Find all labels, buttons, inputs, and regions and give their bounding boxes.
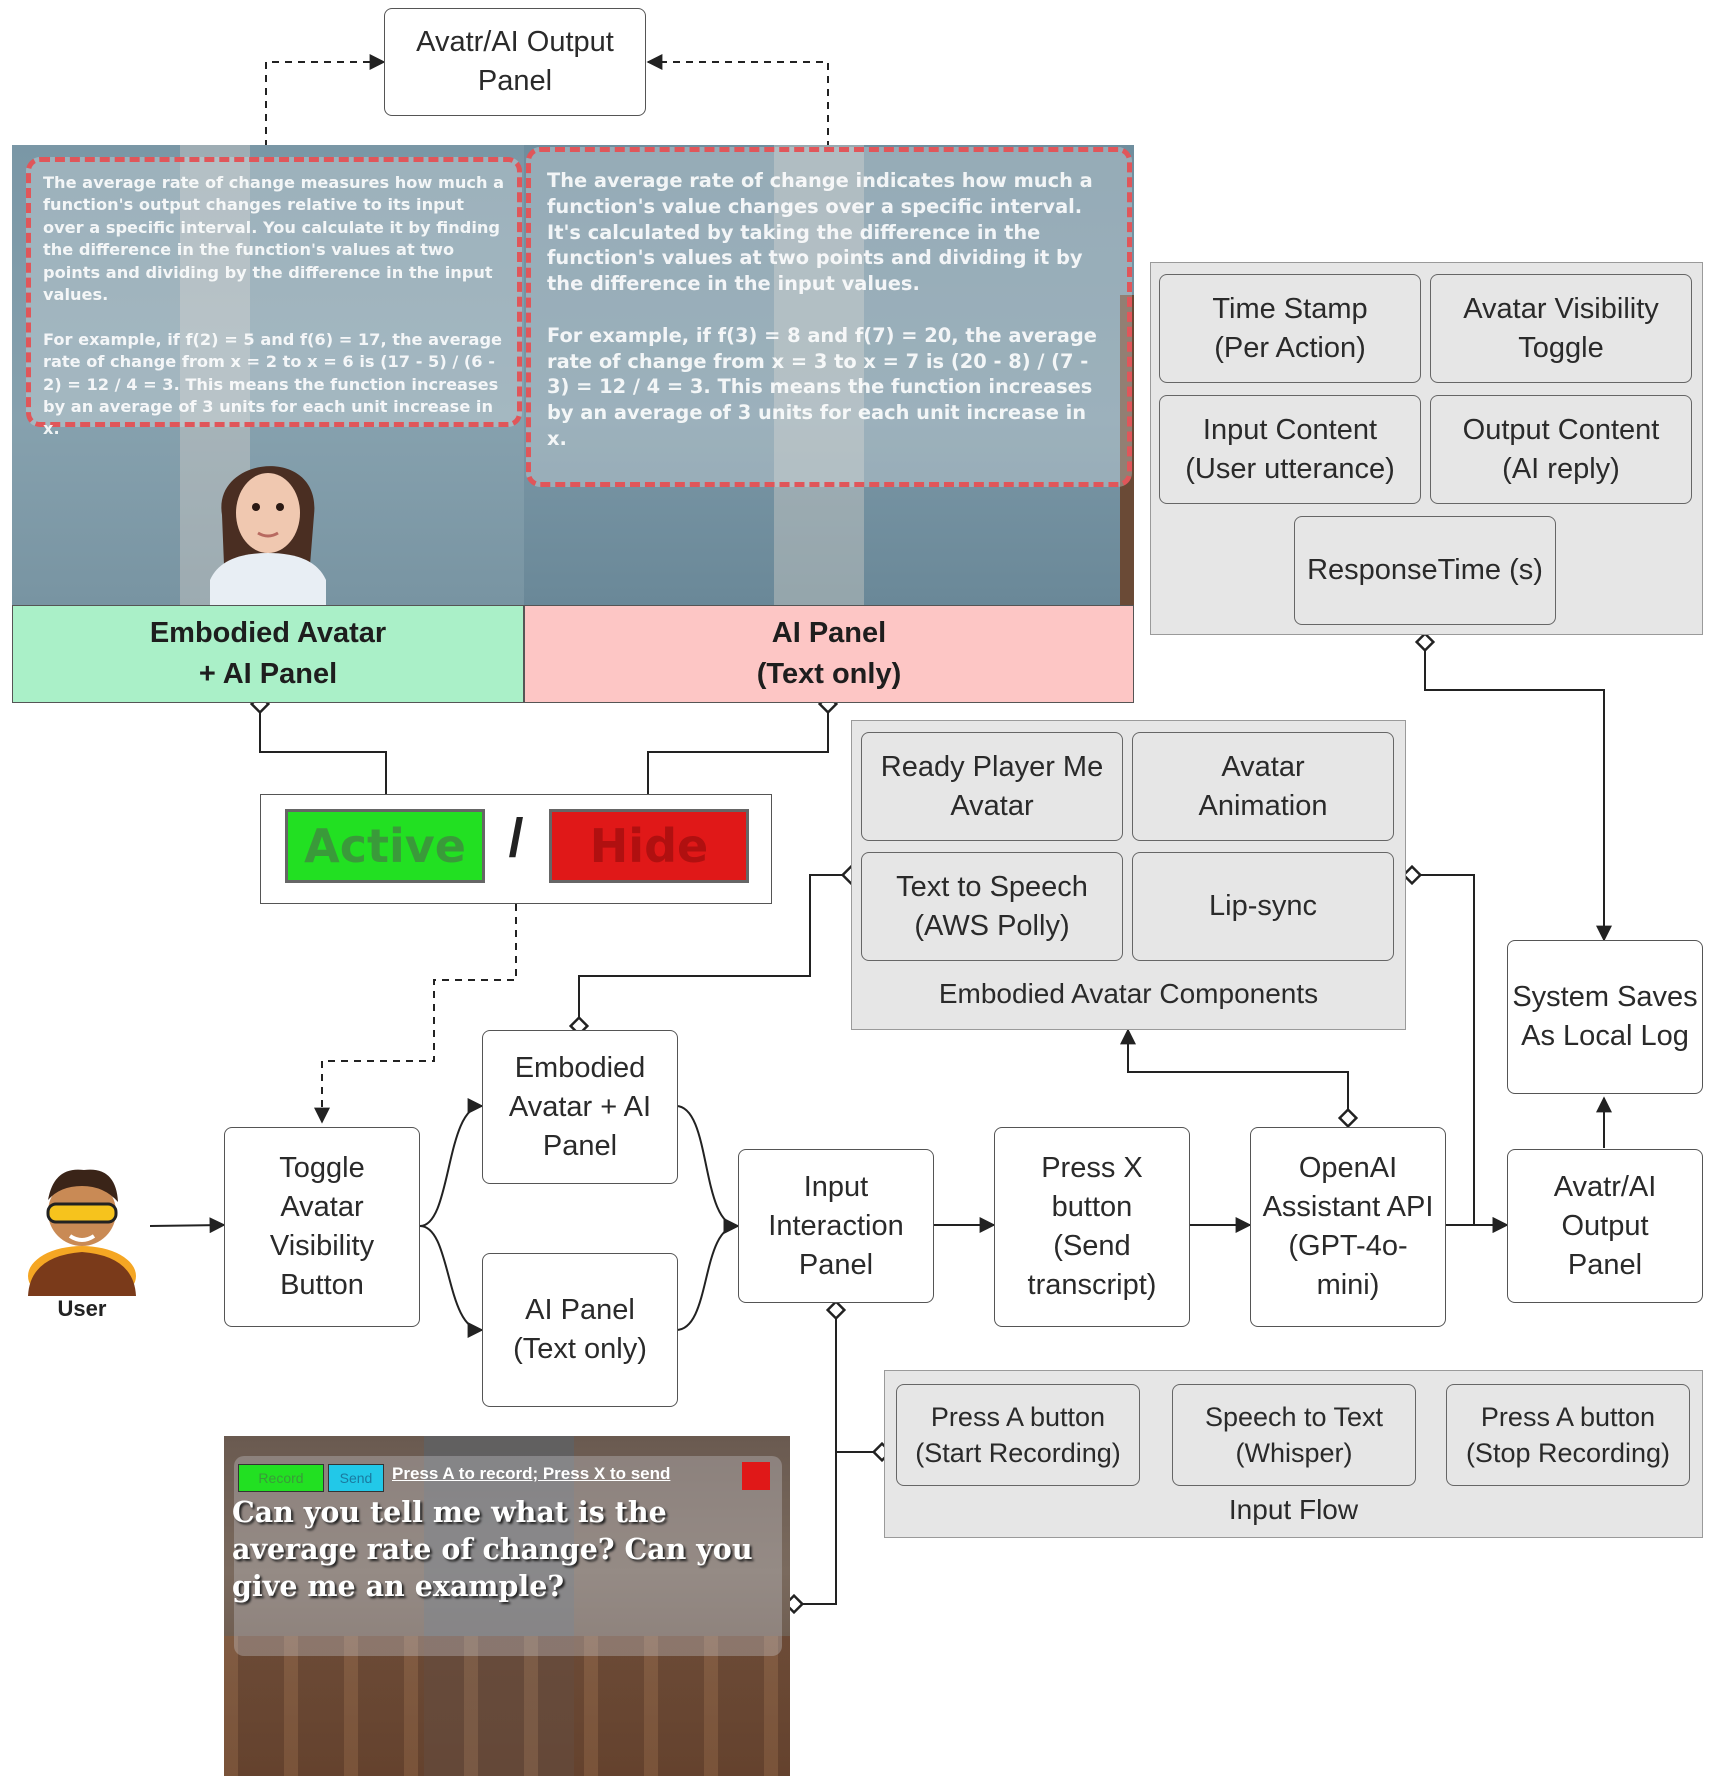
text-to-speech: Text to Speech (AWS Polly) — [861, 852, 1123, 961]
recording-screenshot: Record Send Press A to record; Press X t… — [224, 1436, 790, 1776]
record-hint: Press A to record; Press X to send — [392, 1464, 671, 1483]
system-local-log: System Saves As Local Log — [1507, 940, 1703, 1094]
background-pillar — [774, 145, 864, 605]
input-flow-label: Input Flow — [1228, 1494, 1359, 1525]
avatar-components-label: Embodied Avatar Components — [938, 978, 1319, 1009]
question-transcript: Can you tell me what is the average rate… — [232, 1495, 753, 1603]
log-visibility-toggle: Avatar Visibility Toggle — [1430, 274, 1692, 383]
ready-player-me-avatar: Ready Player Me Avatar — [861, 732, 1123, 841]
embodied-avatar-ai-panel: Embodied Avatar + AI Panel — [482, 1030, 678, 1184]
input-interaction-panel: Input Interaction Panel — [738, 1149, 934, 1303]
ai-text-panel: The average rate of change indicates how… — [526, 147, 1132, 487]
recording-overlay — [234, 1456, 782, 1656]
avatar-ai-text-panel: The average rate of change measures how … — [26, 157, 522, 438]
avatar-panel-screenshot: The average rate of change measures how … — [12, 145, 524, 605]
ai-panel-screenshot: The average rate of change indicates how… — [524, 145, 1134, 605]
user-icon — [28, 1169, 136, 1296]
railing-background — [224, 1636, 790, 1776]
avatar-panel-caption: Embodied Avatar + AI Panel — [12, 605, 524, 703]
press-x-button: Press X button (Send transcript) — [994, 1127, 1190, 1327]
log-timestamp: Time Stamp (Per Action) — [1159, 274, 1421, 383]
send-button[interactable]: Send — [328, 1464, 384, 1492]
visibility-toggle-preview: Active / Hide — [260, 794, 772, 904]
avatar-character-icon — [210, 466, 326, 605]
lip-sync: Lip-sync — [1132, 852, 1394, 961]
recording-indicator — [742, 1462, 770, 1490]
log-response-time: ResponseTime (s) — [1294, 516, 1556, 625]
log-output-content: Output Content (AI reply) — [1430, 395, 1692, 504]
record-button[interactable]: Record — [238, 1464, 324, 1492]
press-a-start-recording: Press A button (Start Recording) — [896, 1384, 1140, 1486]
top-output-panel: Avatr/AI Output Panel — [384, 8, 646, 116]
ai-panel-text-only: AI Panel (Text only) — [482, 1253, 678, 1407]
toggle-separator: / — [508, 808, 524, 868]
log-input-content: Input Content (User utterance) — [1159, 395, 1421, 504]
hide-button[interactable]: Hide — [549, 809, 749, 883]
press-a-stop-recording: Press A button (Stop Recording) — [1446, 1384, 1690, 1486]
active-button[interactable]: Active — [285, 809, 485, 883]
avatar-ai-output-panel: Avatr/AI Output Panel — [1507, 1149, 1703, 1303]
toggle-visibility-button: Toggle Avatar Visibility Button — [224, 1127, 420, 1327]
openai-assistant-api: OpenAI Assistant API (GPT-4o- mini) — [1250, 1127, 1446, 1327]
user-label: User — [57, 1296, 107, 1321]
avatar-animation: Avatar Animation — [1132, 732, 1394, 841]
speech-to-text: Speech to Text (Whisper) — [1172, 1384, 1416, 1486]
ai-panel-caption: AI Panel (Text only) — [524, 605, 1134, 703]
